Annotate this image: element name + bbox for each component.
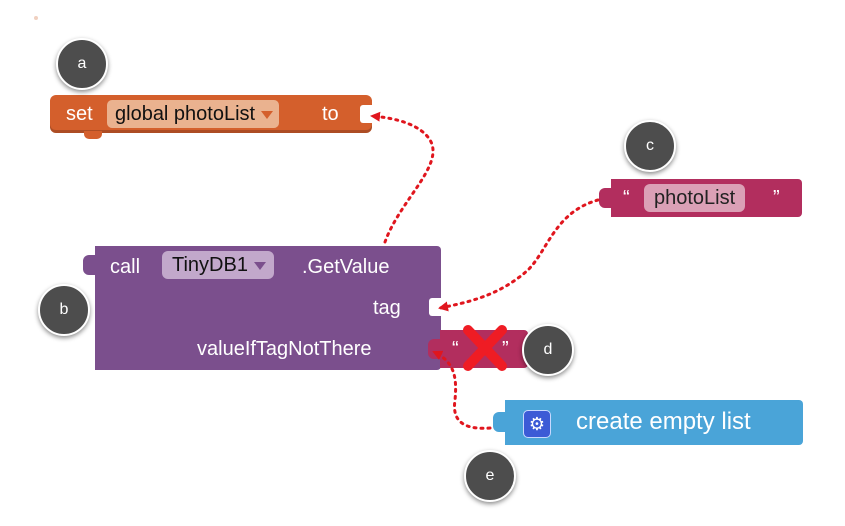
close-quote: ” [773,187,780,209]
call-getvalue-block[interactable]: call TinyDB1 .GetValue tag valueIfTagNot… [83,246,443,370]
output-plug [599,188,613,208]
callout-d: d [522,324,574,376]
arrow-to-set-socket [370,111,435,244]
variable-dropdown[interactable]: global photoList [107,100,280,128]
close-quote: ” [502,338,509,360]
text-value-field[interactable]: photoList [644,184,746,212]
block-notch [84,131,102,139]
callout-e: e [464,450,516,502]
dropdown-arrow-icon [253,261,266,270]
tag-socket[interactable] [429,298,443,316]
set-label: set [66,103,93,125]
gear-icon[interactable]: ⚙ [523,410,551,438]
arrow-to-tag-socket [438,198,600,312]
component-name: TinyDB1 [172,254,248,276]
output-plug [428,339,442,359]
create-empty-list-block[interactable]: ⚙ create empty list [493,400,803,445]
value-socket[interactable] [360,105,374,123]
output-plug [493,412,507,432]
open-quote: “ [452,338,459,360]
component-dropdown[interactable]: TinyDB1 [162,251,274,279]
tag-label: tag [373,297,401,319]
variable-name: global photoList [115,103,256,125]
call-label: call [110,256,141,278]
method-label: .GetValue [302,256,390,278]
create-list-label: create empty list [576,408,751,435]
set-global-block[interactable]: set global photoList to [50,95,374,139]
open-quote: “ [623,187,630,209]
empty-text-block[interactable]: “ ” [428,330,528,368]
output-plug [83,255,97,275]
callout-b: b [38,284,90,336]
callout-a: a [56,38,108,90]
to-label: to [322,103,339,125]
callout-c: c [624,120,676,172]
photolist-text-block[interactable]: “ photoList ” [599,179,802,217]
dropdown-arrow-icon [261,110,274,119]
value-if-not-there-label: valueIfTagNotThere [197,338,372,360]
stray-dot [34,16,38,20]
